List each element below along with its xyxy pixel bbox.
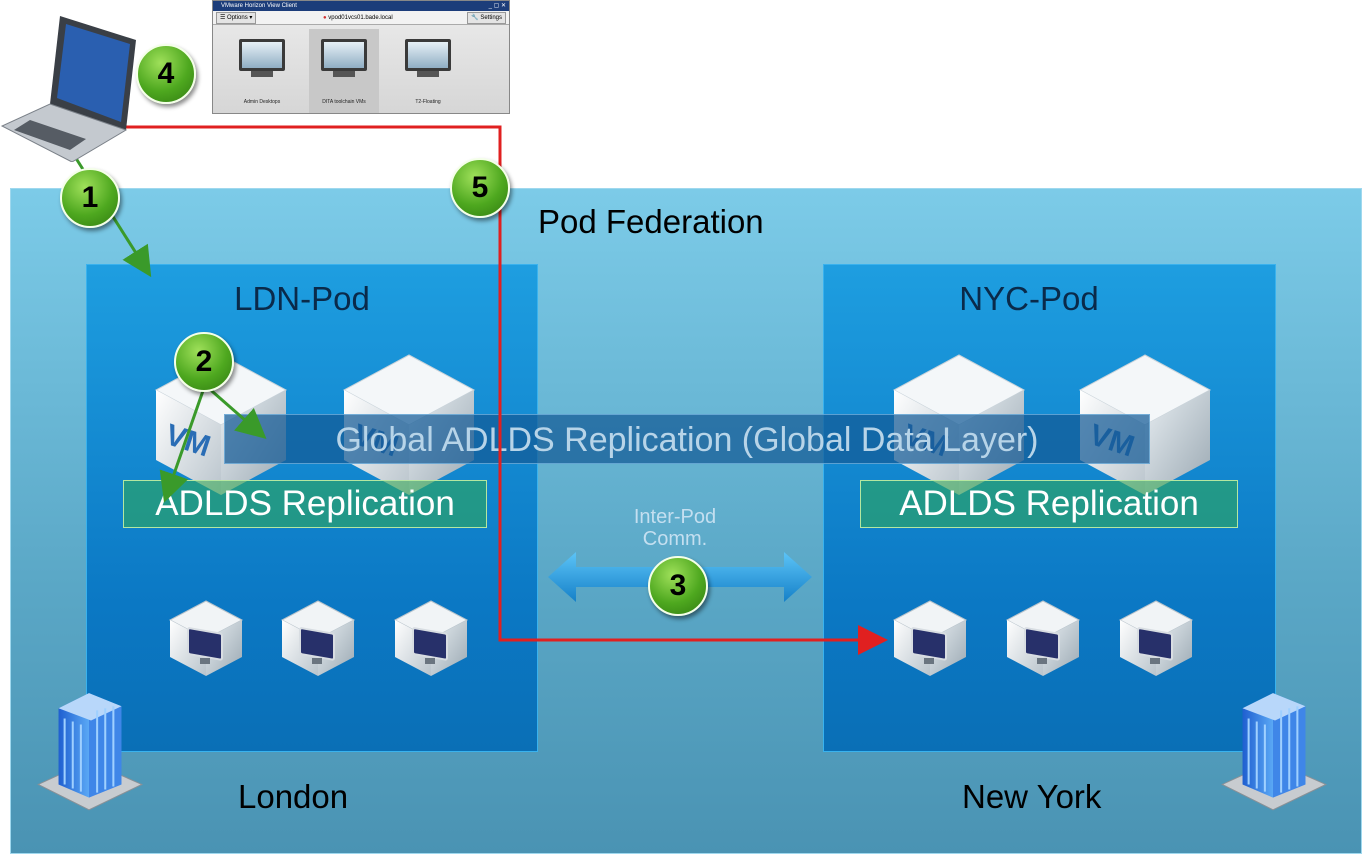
monitor-base [251,71,273,77]
server-icon: ● [323,15,327,21]
inter-pod-label: Inter-Pod Comm. [600,506,750,550]
inter-pod-label-line2: Comm. [642,528,708,550]
global-adlds-replication-bar: Global ADLDS Replication (Global Data La… [224,414,1150,464]
desktop-pool-item[interactable]: Admin Desktops [227,29,297,113]
monitor-base [417,71,439,77]
horizon-view-client-window[interactable]: VMware Horizon View Client _ ▢ ✕ ☰ Optio… [212,0,510,114]
site-label-london: London [238,778,349,815]
step-badge-4: 4 [136,44,196,104]
step-badge-3: 3 [648,556,708,616]
desktop-pool-label: DITA toolchain VMs [322,99,366,105]
desktop-pool-label: T2-Floating [415,99,441,105]
view-client-toolbar: ☰ Options ▾ ● vpod01vcs01.bade.local 🔧 S… [213,11,509,25]
ldn-pod-title: LDN-Pod [234,280,370,317]
options-label: Options [227,15,248,21]
monitor-icon [405,39,451,71]
desktop-pool-label: Admin Desktops [243,99,281,105]
inter-pod-label-line1: Inter-Pod [633,506,717,528]
step-badge-2: 2 [174,332,234,392]
desktop-pool-item[interactable]: DITA toolchain VMs [309,29,379,113]
step-badge-5: 5 [450,158,510,218]
monitor-icon [321,39,367,71]
desktop-connection-line [126,125,888,655]
laptop-icon [0,16,136,162]
step-badge-1: 1 [60,168,120,228]
local-lookup-arrow [159,384,207,503]
global-lookup-arrow [204,383,267,439]
options-button[interactable]: ☰ Options ▾ [216,12,257,24]
settings-label: Settings [480,15,502,21]
view-client-title: VMware Horizon View Client [213,1,509,11]
federation-title: Pod Federation [538,203,764,240]
settings-button[interactable]: 🔧 Settings [467,12,506,24]
server-name: ● vpod01vcs01.bade.local [323,11,393,25]
monitor-base [333,71,355,77]
site-label-new-york: New York [962,778,1102,815]
nyc-pod-title: NYC-Pod [959,280,1099,317]
server-label: vpod01vcs01.bade.local [328,15,393,21]
nyc-adlds-replication: ADLDS Replication [860,480,1238,528]
monitor-icon [239,39,285,71]
window-controls[interactable]: _ ▢ ✕ [488,3,506,9]
desktop-pool-item[interactable]: T2-Floating [393,29,463,113]
